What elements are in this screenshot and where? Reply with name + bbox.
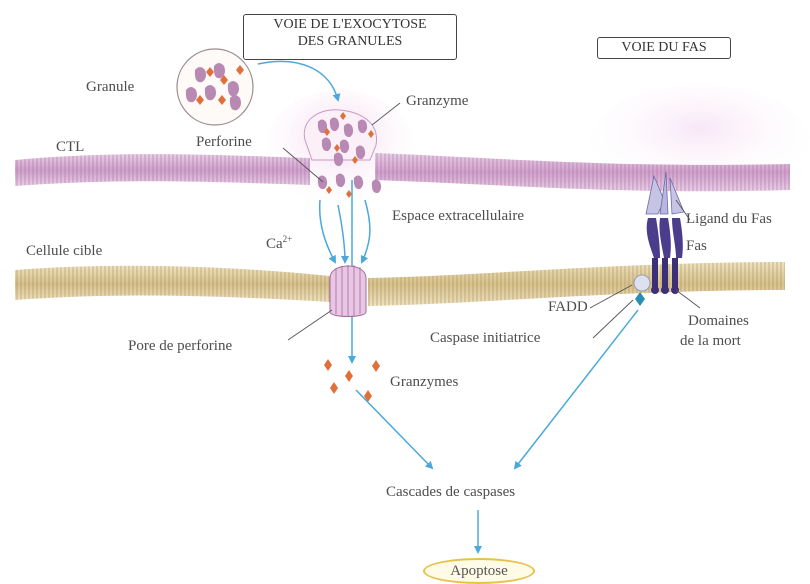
label-ca: Ca: [266, 236, 283, 252]
label-ctl: CTL: [56, 139, 84, 156]
fas-title-text: VOIE DU FAS: [598, 38, 730, 58]
fas-pathway-title: VOIE DU FAS: [597, 37, 731, 59]
exocytose-title-line1: VOIE DE L'EXOCYTOSE: [244, 15, 456, 34]
label-perforine: Perforine: [196, 134, 252, 151]
granzymes-cytoplasm: [324, 359, 380, 402]
label-cascades-de-caspases: Cascades de caspases: [386, 484, 515, 501]
apoptose-badge: Apoptose: [423, 558, 535, 584]
label-de-la-mort: de la mort: [680, 333, 741, 350]
caspase-initiator-protein: [635, 292, 645, 306]
label-cellule-cible: Cellule cible: [26, 243, 102, 260]
label-espace-extracellulaire: Espace extracellulaire: [392, 208, 524, 225]
label-granule: Granule: [86, 79, 134, 96]
label-ligand-du-fas: Ligand du Fas: [686, 211, 772, 228]
fas-receptor: [647, 218, 683, 294]
exocytose-pathway-title: VOIE DE L'EXOCYTOSE DES GRANULES: [243, 14, 457, 60]
label-pore-de-perforine: Pore de perforine: [128, 338, 232, 355]
label-fadd: FADD: [548, 299, 588, 316]
label-fas: Fas: [686, 238, 707, 255]
label-ca-charge: 2+: [283, 234, 293, 244]
fadd-protein: [634, 275, 650, 291]
label-caspase-initiatrice: Caspase initiatrice: [430, 330, 540, 347]
label-granzyme: Granzyme: [406, 93, 468, 110]
label-calcium: Ca2+: [266, 234, 292, 253]
label-domaines: Domaines: [688, 313, 749, 330]
arrow-granzymes-to-cascade: [356, 390, 432, 468]
granule: [177, 49, 253, 125]
perforin-pore: [330, 265, 366, 317]
label-granzymes: Granzymes: [390, 374, 458, 391]
exocytose-title-line2: DES GRANULES: [244, 34, 456, 51]
target-cell-membrane: [15, 262, 785, 306]
